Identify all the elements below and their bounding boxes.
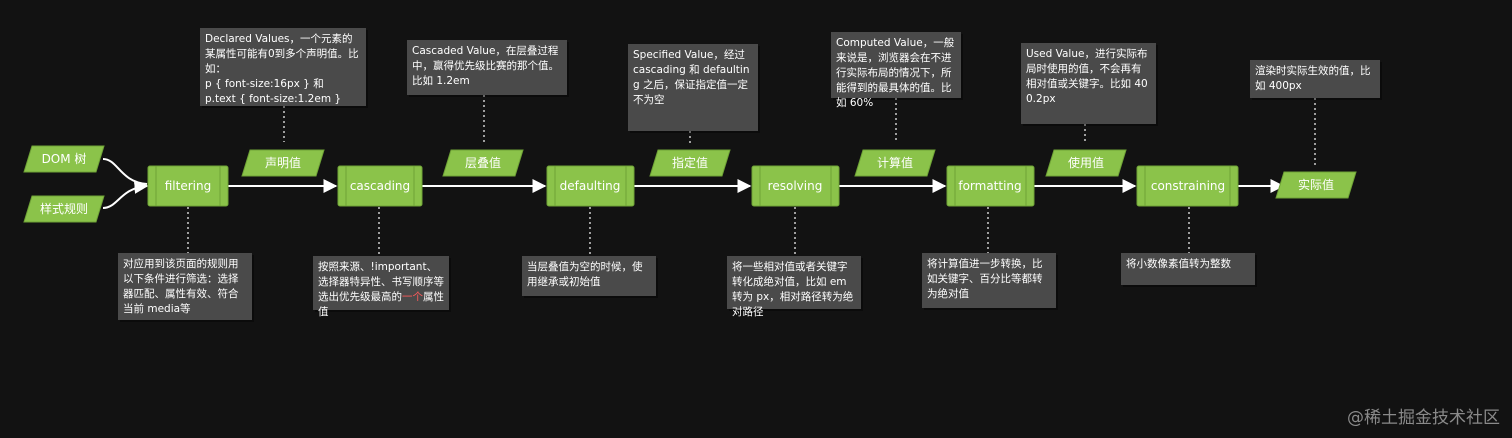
note-filtering: 对应用到该页面的规则用以下条件进行筛选：选择器匹配、属性有效、符合当前 medi… bbox=[118, 253, 252, 320]
step-formatting: formatting bbox=[946, 165, 1035, 207]
note-computed: Computed Value，一般来说是，浏览器会在不进行实际布局的情况下，所能… bbox=[831, 32, 961, 109]
input-dom-tree: DOM 树 bbox=[23, 145, 105, 173]
step-formatting-label: formatting bbox=[958, 179, 1021, 193]
value-actual: 实际值 bbox=[1275, 171, 1357, 199]
step-constraining: constraining bbox=[1136, 165, 1239, 207]
note-cascading-highlight: 一个 bbox=[402, 291, 423, 303]
step-defaulting-label: defaulting bbox=[560, 179, 621, 193]
value-specified-label: 指定值 bbox=[672, 155, 708, 170]
value-computed-label: 计算值 bbox=[877, 155, 913, 170]
note-specified: Specified Value，经过 cascading 和 defaultin… bbox=[628, 44, 758, 131]
value-specified: 指定值 bbox=[649, 149, 731, 177]
note-formatting: 将计算值进一步转换，比如关键字、百分比等都转为绝对值 bbox=[922, 253, 1056, 308]
step-resolving-label: resolving bbox=[768, 179, 823, 193]
note-cascading: 按照来源、!important、选择器特异性、书写顺序等选出优先级最高的一个属性… bbox=[313, 256, 449, 318]
input-dom-tree-label: DOM 树 bbox=[42, 151, 87, 166]
step-resolving: resolving bbox=[751, 165, 840, 207]
step-constraining-label: constraining bbox=[1151, 179, 1225, 193]
step-filtering-label: filtering bbox=[165, 179, 211, 193]
step-cascading: cascading bbox=[337, 165, 423, 207]
value-used-label: 使用值 bbox=[1068, 155, 1104, 170]
input-style-rules: 样式规则 bbox=[23, 195, 105, 223]
step-filtering: filtering bbox=[147, 165, 229, 207]
note-cascading-text: 按照来源、!important、选择器特异性、书写顺序等选出优先级最高的 bbox=[318, 261, 444, 303]
note-cascaded: Cascaded Value，在层叠过程中，赢得优先级比赛的那个值。比如 1.2… bbox=[407, 40, 567, 95]
value-used: 使用值 bbox=[1045, 149, 1127, 177]
note-constraining: 将小数像素值转为整数 bbox=[1121, 253, 1255, 285]
note-cascading-text-end: 属性值 bbox=[318, 291, 444, 318]
value-actual-label: 实际值 bbox=[1298, 177, 1334, 192]
step-cascading-label: cascading bbox=[350, 179, 410, 193]
value-declared: 声明值 bbox=[241, 149, 325, 177]
note-actual: 渲染时实际生效的值，比如 400px bbox=[1250, 60, 1380, 98]
value-cascaded: 层叠值 bbox=[442, 149, 524, 177]
value-computed: 计算值 bbox=[854, 149, 936, 177]
note-resolving: 将一些相对值或者关键字转化成绝对值，比如 em 转为 px，相对路径转为绝对路径 bbox=[727, 256, 861, 318]
note-declared: Declared Values，一个元素的某属性可能有0到多个声明值。比如： p… bbox=[200, 28, 366, 106]
note-used: Used Value，进行实际布局时使用的值，不会再有相对值或关键字。比如 40… bbox=[1021, 43, 1156, 124]
watermark: @稀土掘金技术社区 bbox=[1347, 408, 1500, 428]
note-defaulting: 当层叠值为空的时候，使用继承或初始值 bbox=[522, 256, 656, 296]
value-cascaded-label: 层叠值 bbox=[465, 155, 501, 170]
step-defaulting: defaulting bbox=[546, 165, 635, 207]
input-style-rules-label: 样式规则 bbox=[40, 201, 88, 216]
value-declared-label: 声明值 bbox=[265, 155, 301, 170]
